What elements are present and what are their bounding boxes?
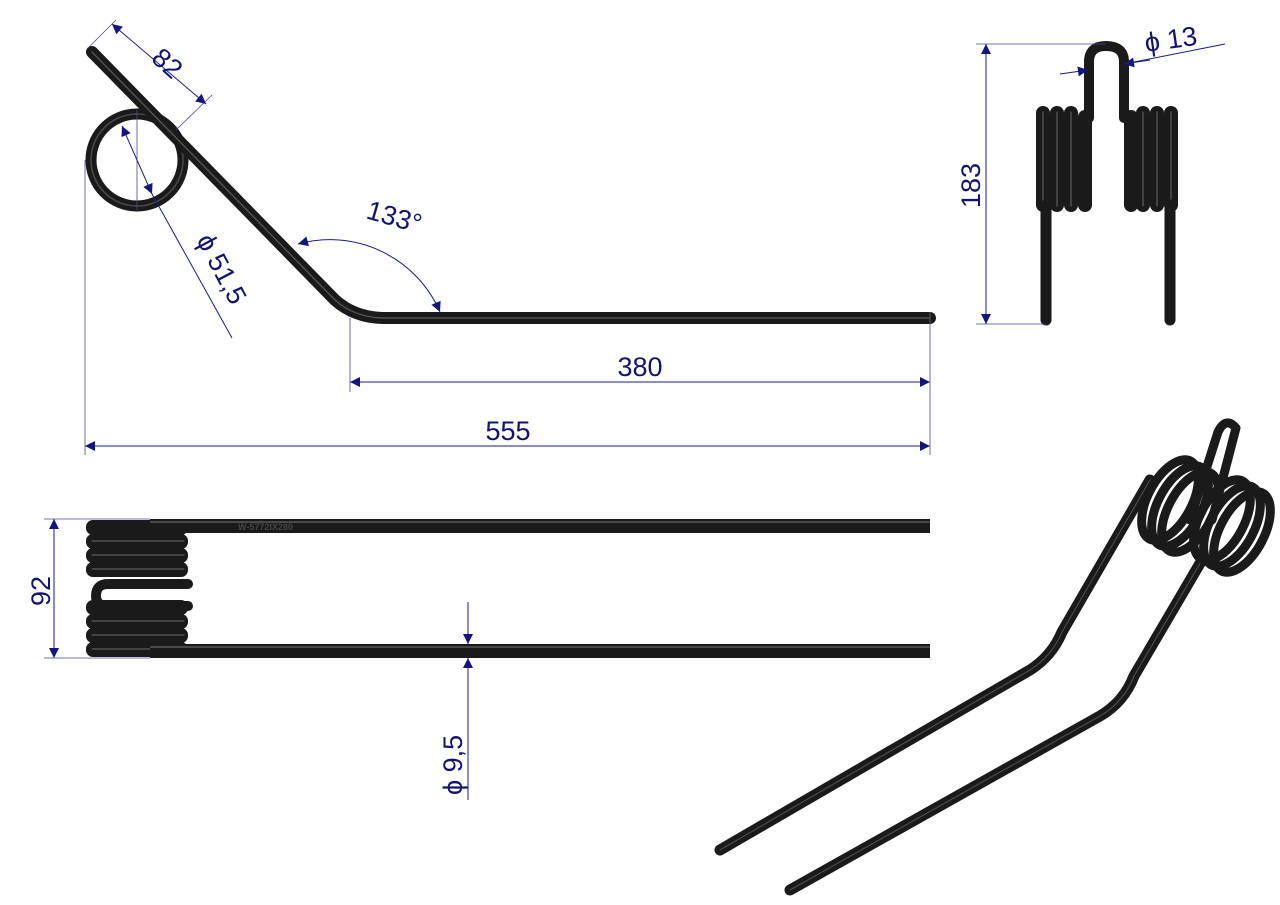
left-coil (1036, 106, 1092, 212)
dimension-loop-diameter: ϕ 13 (1059, 21, 1226, 77)
dim-coil-diameter-label: ϕ 51,5 (191, 229, 253, 309)
dimension-183: 183 (956, 43, 1106, 325)
right-coil (1124, 106, 1178, 212)
center-loop (1084, 41, 1129, 123)
dim-wire-diameter-label: ϕ 9,5 (438, 735, 468, 795)
dim-555-label: 555 (485, 416, 530, 446)
dim-angle-label: 133° (363, 195, 425, 239)
dimension-92: 92 (26, 518, 150, 659)
top-coil-stack (86, 520, 193, 657)
dimension-angle: 133° (297, 195, 441, 313)
dim-loop-diameter-label: ϕ 13 (1143, 21, 1199, 58)
dim-380-label: 380 (617, 352, 662, 382)
dimension-coil-diameter: ϕ 51,5 (84, 110, 253, 455)
dimension-wire-diameter: ϕ 9,5 (438, 602, 473, 800)
dimension-380: 380 (349, 318, 931, 455)
dimension-555: 555 (85, 416, 930, 451)
iso-loop (1185, 418, 1241, 525)
front-view (1036, 41, 1178, 326)
dim-183-label: 183 (956, 163, 986, 208)
isometric-view (714, 418, 1275, 896)
part-marking-stamp: W-5772IX280 (238, 522, 293, 532)
top-view: W-5772IX280 (86, 519, 930, 658)
lower-tine (150, 644, 930, 658)
iso-front-leg (714, 474, 1156, 856)
iso-back-leg (784, 554, 1208, 896)
dim-92-label: 92 (26, 576, 56, 606)
dim-82-label: 82 (146, 42, 188, 84)
